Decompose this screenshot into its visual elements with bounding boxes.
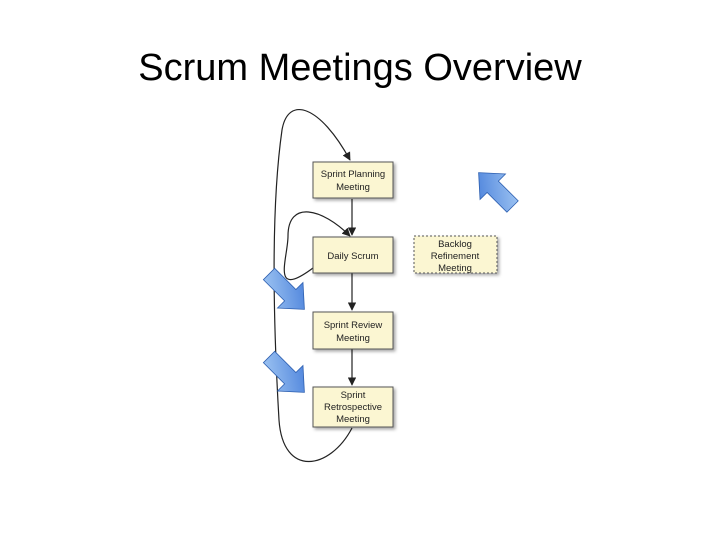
node-sprint-retrospective-line-1: Sprint bbox=[341, 390, 366, 401]
node-backlog-refinement: Backlog Refinement Meeting bbox=[413, 235, 498, 274]
node-sprint-planning: Sprint Planning Meeting bbox=[312, 161, 394, 199]
node-daily-scrum: Daily Scrum bbox=[312, 236, 394, 274]
node-backlog-refinement-line-3: Meeting bbox=[438, 263, 472, 274]
node-sprint-planning-line-2: Meeting bbox=[336, 182, 370, 193]
callout-arrow-backlog bbox=[478, 172, 519, 213]
slide-title: Scrum Meetings Overview bbox=[138, 47, 582, 89]
node-backlog-refinement-line-1: Backlog bbox=[438, 239, 472, 250]
node-daily-scrum-line-1: Daily Scrum bbox=[327, 251, 378, 262]
node-sprint-review-line-1: Sprint Review bbox=[324, 320, 383, 331]
arrow-retro-to-planning bbox=[273, 109, 353, 462]
callout-arrow-retrospective bbox=[262, 350, 305, 393]
node-sprint-retrospective: Sprint Retrospective Meeting bbox=[312, 386, 394, 428]
callout-arrow-daily-scrum bbox=[262, 267, 305, 310]
node-sprint-retrospective-line-2: Retrospective bbox=[324, 402, 382, 413]
connectors bbox=[273, 109, 357, 462]
node-sprint-review: Sprint Review Meeting bbox=[312, 311, 394, 350]
node-sprint-review-line-2: Meeting bbox=[336, 333, 370, 344]
node-backlog-refinement-line-2: Refinement bbox=[431, 251, 480, 262]
arrow-daily-loop bbox=[283, 211, 351, 281]
node-sprint-retrospective-line-3: Meeting bbox=[336, 414, 370, 425]
node-sprint-planning-line-1: Sprint Planning bbox=[321, 169, 385, 180]
